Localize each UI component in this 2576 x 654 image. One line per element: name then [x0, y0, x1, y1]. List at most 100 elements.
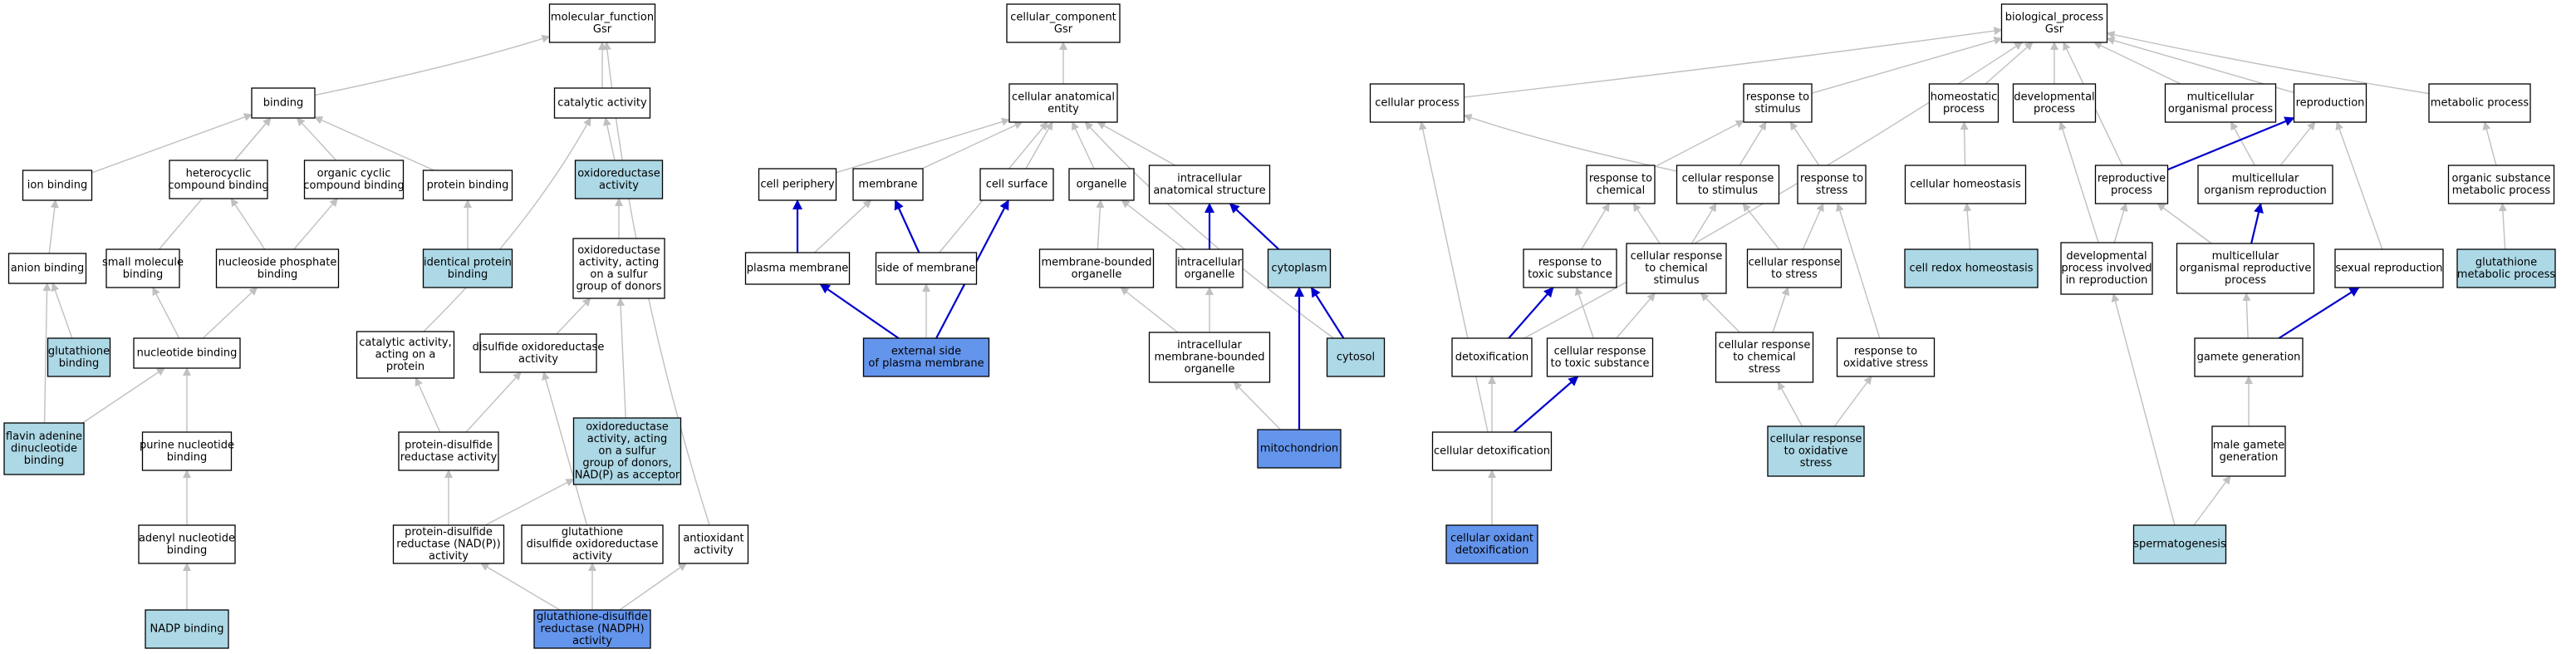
- term-node-sexrepro[interactable]: sexual reproduction: [2334, 248, 2444, 288]
- term-label-line: activity, acting: [579, 256, 660, 268]
- term-node-cellproc[interactable]: cellular process: [1369, 83, 1465, 123]
- term-node-organelle[interactable]: organelle: [1068, 168, 1135, 201]
- edge-cytosol-to-cytoplasm: [1310, 287, 1345, 339]
- edge-disulfox-to-oxsulfur: [556, 297, 591, 335]
- term-label-line: activity: [429, 550, 469, 563]
- term-node-detox[interactable]: detoxification: [1451, 337, 1533, 377]
- edge-membrane-to-cae: [921, 121, 1023, 170]
- term-label-line: to toxic substance: [1551, 357, 1650, 370]
- term-node-mito[interactable]: mitochondrion: [1257, 429, 1342, 469]
- term-label-line: Gsr: [2045, 23, 2064, 36]
- term-node-protbind[interactable]: protein binding: [422, 170, 513, 201]
- term-label-line: binding: [263, 97, 303, 110]
- term-label-line: cell surface: [986, 179, 1048, 191]
- term-node-cellhomeo[interactable]: cellular homeostasis: [1904, 165, 2027, 204]
- term-node-cellsurf[interactable]: cell surface: [979, 168, 1054, 201]
- term-node-anion[interactable]: anion binding: [7, 253, 87, 284]
- term-label-line: organelle: [1077, 179, 1127, 191]
- term-node-binding[interactable]: binding: [251, 87, 316, 119]
- term-node-cytoplasm[interactable]: cytoplasm: [1267, 248, 1332, 288]
- term-node-cytosol[interactable]: cytosol: [1326, 337, 1386, 377]
- term-node-gamete[interactable]: gamete generation: [2194, 337, 2304, 377]
- term-node-plasma[interactable]: plasma membrane: [744, 252, 851, 285]
- term-node-sidemem[interactable]: side of membrane: [875, 252, 978, 285]
- term-box: [852, 168, 924, 201]
- term-label-line: response to: [1589, 172, 1652, 184]
- edge-cellrespstim-to-cellproc: [1463, 113, 1677, 172]
- term-node-catalytic[interactable]: catalytic activity: [553, 87, 651, 119]
- term-box: [2094, 165, 2169, 204]
- term-node-metab[interactable]: metabolic process: [2428, 83, 2531, 123]
- term-node-nucbind[interactable]: nucleotide binding: [133, 337, 241, 369]
- term-label-line: cytoplasm: [1271, 263, 1327, 275]
- term-node-cellper[interactable]: cell periphery: [758, 168, 837, 201]
- edge-cytoplasm-to-ias: [1229, 203, 1280, 250]
- term-node-redoxhomeo[interactable]: cell redox homeostasis: [1904, 248, 2039, 288]
- term-box: [145, 609, 229, 649]
- term-node-celldetox[interactable]: cellular detoxification: [1431, 431, 1553, 471]
- term-box: [979, 168, 1054, 201]
- term-node-membrane[interactable]: membrane: [852, 168, 924, 201]
- term-label-line: cellular response: [1719, 339, 1811, 352]
- term-label-line: glutathione-disulfide: [537, 611, 648, 623]
- term-node-spermato[interactable]: spermatogenesis: [2132, 524, 2227, 564]
- term-box: [1267, 248, 1332, 288]
- edge-cellrespstress-to-respstress: [1802, 203, 1824, 250]
- term-node-nadp[interactable]: NADP binding: [145, 609, 229, 649]
- term-node-ionbind[interactable]: ion binding: [22, 170, 93, 201]
- term-box: [422, 248, 513, 288]
- term-label-line: glutathione: [2475, 256, 2537, 268]
- term-node-repro[interactable]: reproduction: [2293, 83, 2367, 123]
